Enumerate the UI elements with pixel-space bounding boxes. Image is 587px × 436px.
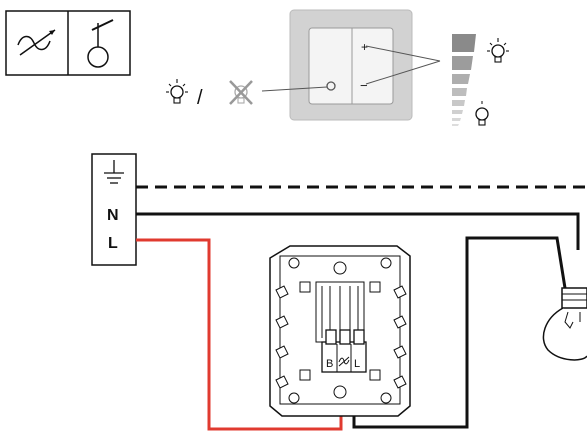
lamp-bulb-icon xyxy=(542,287,587,361)
dimmer-glyph-icon xyxy=(338,356,350,367)
switch-symbol-icon xyxy=(87,19,114,68)
brightness-ramp xyxy=(452,34,476,126)
bulb-dim-icon xyxy=(475,101,489,126)
bulb-bright-icon xyxy=(487,38,509,63)
bulb-off-icon xyxy=(229,80,253,105)
earth-ground-icon xyxy=(104,160,124,184)
led-indicator xyxy=(326,81,336,91)
callout-lines xyxy=(261,45,441,92)
terminal-l-label: L xyxy=(354,358,360,370)
dimmer-symbol-icon xyxy=(17,29,56,56)
minus-sign: − xyxy=(360,78,368,93)
dimmer-mechanism xyxy=(269,245,411,417)
load-wire xyxy=(352,236,567,429)
terminal-b-label: B xyxy=(326,358,333,370)
neutral-wire xyxy=(136,212,580,250)
dimmer-panel xyxy=(289,9,413,121)
plus-sign: + xyxy=(361,40,368,54)
neutral-label: N xyxy=(107,207,119,224)
bulb-on-icon xyxy=(166,79,188,104)
lamp-state-separator: / xyxy=(197,87,203,109)
live-label: L xyxy=(108,235,118,252)
